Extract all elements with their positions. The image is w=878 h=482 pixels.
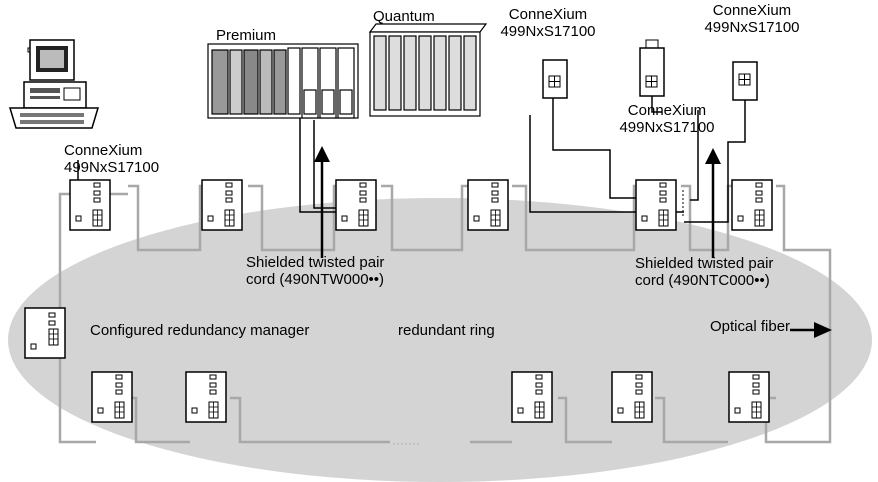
connexium-pc-name: ConneXium <box>64 142 143 159</box>
premium-label: Premium <box>216 27 277 44</box>
connexium-module-right <box>732 61 758 101</box>
connexium-module-quantum <box>542 59 568 99</box>
redundant-ring-label: redundant ring <box>398 322 495 339</box>
switch-bottom-4 <box>611 371 653 423</box>
connexium-module-mid <box>639 39 665 97</box>
connexium-right-label: ConneXium 499NxS17100 <box>686 2 818 36</box>
connexium-pc-label: ConneXium 499NxS17100 <box>64 142 159 176</box>
switch-bottom-3 <box>511 371 553 423</box>
stp-right-label: Shielded twisted pair cord (490NTC000••) <box>635 255 773 289</box>
switch-bottom-1 <box>91 371 133 423</box>
stp-left-arrow <box>314 146 330 258</box>
connexium-mid-name: ConneXium <box>627 102 707 119</box>
quantum-label: Quantum <box>373 8 435 25</box>
stp-left-line1: Shielded twisted pair <box>246 254 385 271</box>
stp-right-line1: Shielded twisted pair <box>635 255 774 272</box>
optical-fiber-arrow <box>790 322 832 338</box>
premium-plc <box>207 43 359 119</box>
switch-top-6 <box>731 179 773 231</box>
connexium-mid-ref: 499NxS17100 <box>619 119 715 136</box>
connexium-right-ref: 499NxS17100 <box>704 19 800 36</box>
stp-right-line2: cord (490NTC000••) <box>635 272 770 289</box>
switch-bottom-2 <box>185 371 227 423</box>
redundancy-manager-label: Configured redundancy manager <box>90 322 310 339</box>
connexium-mid-label: ConneXium 499NxS17100 <box>601 102 733 136</box>
connexium-quantum-ref: 499NxS17100 <box>500 23 596 40</box>
connexium-right-name: ConneXium <box>712 2 792 19</box>
stp-left-label: Shielded twisted pair cord (490NTW000••) <box>246 254 384 288</box>
pc-workstation <box>8 39 100 129</box>
connexium-quantum-label: ConneXium 499NxS17100 <box>482 6 614 40</box>
connexium-quantum-name: ConneXium <box>508 6 588 23</box>
switch-redundancy-manager <box>24 307 66 359</box>
stp-left-line2: cord (490NTW000••) <box>246 271 385 288</box>
optical-fiber-label: Optical fiber <box>710 318 791 335</box>
switch-quantum <box>635 179 677 231</box>
switch-top-2 <box>201 179 243 231</box>
ring-cables <box>58 184 832 444</box>
quantum-plc <box>368 23 488 117</box>
switch-bottom-5 <box>728 371 770 423</box>
ring-continuation-dots: ······· <box>392 436 420 450</box>
switch-pc <box>69 179 111 231</box>
switch-premium <box>335 179 377 231</box>
switch-top-4 <box>467 179 509 231</box>
stp-right-arrow <box>705 148 721 258</box>
connexium-pc-ref: 499NxS17100 <box>64 159 160 176</box>
